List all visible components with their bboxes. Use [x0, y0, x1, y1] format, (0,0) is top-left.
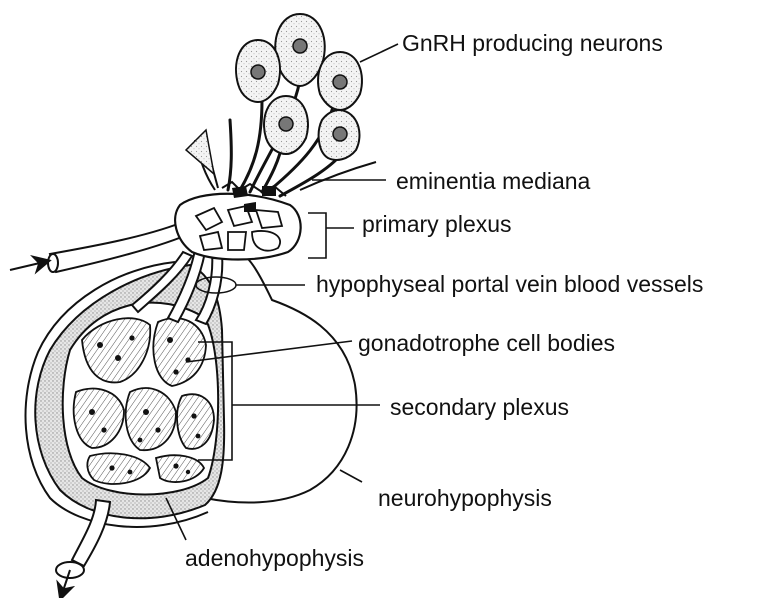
label-eminentia-mediana: eminentia mediana: [396, 170, 590, 193]
outflow-vein: [56, 500, 110, 594]
gnrh-neurons: [186, 14, 362, 212]
inflow-artery: [10, 220, 194, 272]
label-primary-plexus: primary plexus: [362, 213, 512, 236]
primary-plexus-network: [175, 194, 301, 260]
label-gnrh-neurons: GnRH producing neurons: [402, 32, 663, 55]
secondary-plexus-network: [63, 303, 218, 495]
label-secondary-plexus: secondary plexus: [390, 396, 569, 419]
label-adenohypophysis: adenohypophysis: [185, 547, 364, 570]
label-gonadotrophe-cells: gonadotrophe cell bodies: [358, 332, 615, 355]
label-portal-vessels: hypophyseal portal vein blood vessels: [316, 273, 703, 296]
label-neurohypophysis: neurohypophysis: [378, 487, 552, 510]
